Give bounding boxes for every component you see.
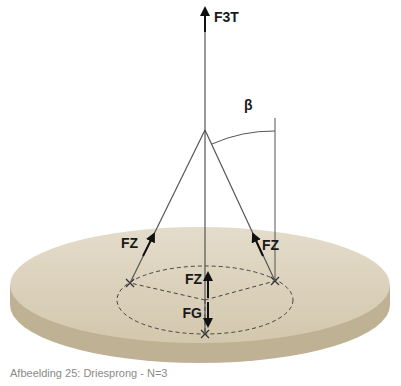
force-label: FZ	[185, 272, 202, 286]
force-label: FZ	[262, 238, 279, 252]
vertical-reference	[275, 118, 276, 281]
attachment-points	[126, 277, 279, 338]
disc-top	[10, 227, 390, 343]
figure-caption: Afbeelding 25: Driesprong - N=3	[10, 368, 167, 379]
force-label: FG	[183, 306, 202, 320]
angle-label: β	[244, 98, 253, 112]
force-arrows	[143, 8, 263, 326]
force-label: F3T	[214, 10, 239, 24]
radial-lines	[130, 281, 275, 334]
sling-legs	[130, 30, 275, 334]
angle-arc	[212, 131, 275, 144]
force-label: FZ	[121, 236, 138, 250]
